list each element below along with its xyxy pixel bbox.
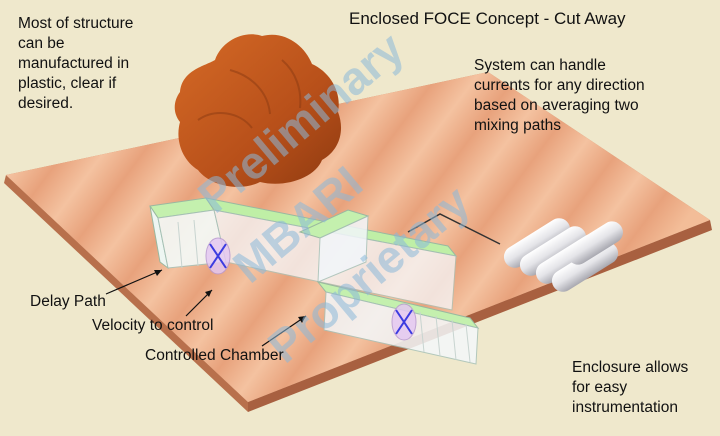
label-controlled-chamber: Controlled Chamber	[145, 347, 284, 364]
battery-cylinders	[503, 218, 623, 292]
foce-enclosure	[149, 197, 501, 365]
label-arrows	[105, 269, 307, 347]
note-system: System can handle currents for any direc…	[474, 57, 645, 134]
label-velocity: Velocity to control	[92, 317, 214, 334]
rock-mound	[174, 34, 342, 187]
label-delay-path: Delay Path	[30, 293, 106, 310]
note-enclosure: Enclosure allows for easy instrumentatio…	[572, 359, 689, 416]
diagram-title: Enclosed FOCE Concept - Cut Away	[349, 9, 626, 28]
note-structure: Most of structure can be manufactured in…	[18, 15, 134, 112]
